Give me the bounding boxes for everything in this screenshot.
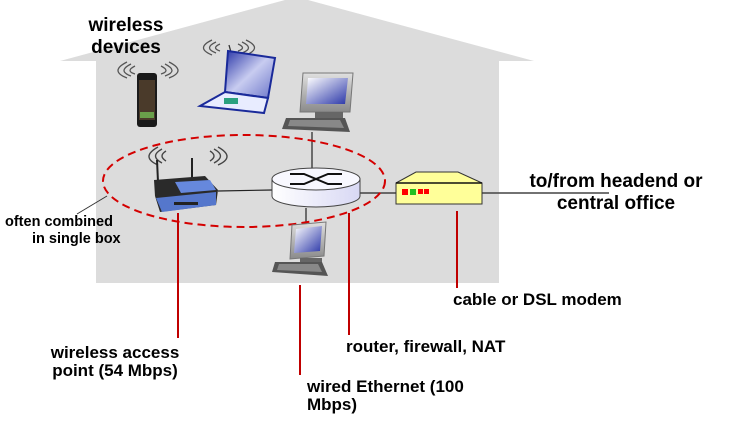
label-access-point-line2: point (54 Mbps): [52, 361, 178, 380]
label-modem: cable or DSL modem: [453, 290, 622, 309]
label-often-combined-line2: in single box: [32, 230, 121, 247]
combined-box-ellipse: [102, 134, 386, 228]
label-ethernet: wired Ethernet (100 Mbps): [307, 378, 464, 413]
desktop-computer-icon-bottom: [272, 221, 328, 276]
label-often-combined-line1: often combined: [5, 214, 113, 230]
label-headend-line2: central office: [556, 193, 676, 214]
label-access-point: wireless access point (54 Mbps): [38, 344, 192, 379]
label-wireless-devices-line1: wireless: [88, 15, 164, 36]
label-access-point-line1: wireless access: [50, 343, 180, 362]
modem-led-3: [418, 189, 423, 194]
label-headend-line1: to/from headend or: [529, 171, 703, 192]
label-ethernet-line1: wired Ethernet (100: [307, 377, 464, 396]
link-ap-router: [217, 189, 273, 192]
laptop-icon: [196, 39, 277, 115]
wireless-access-point-icon: [148, 146, 228, 212]
modem-led-4: [424, 189, 429, 194]
router-icon: [271, 167, 361, 208]
smartphone-icon: [117, 61, 179, 127]
desktop-computer-icon: [282, 72, 354, 132]
label-headend: to/from headend or central office: [510, 172, 722, 213]
label-often-combined: often combined in single box: [5, 215, 121, 246]
modem-icon: [395, 171, 483, 205]
modem-led-2: [410, 189, 416, 195]
label-wireless-devices: wireless devices: [78, 16, 174, 57]
label-ethernet-line2: Mbps): [307, 395, 358, 414]
label-router: router, firewall, NAT: [346, 337, 506, 356]
label-wireless-devices-line2: devices: [91, 37, 161, 58]
modem-led-1: [402, 189, 408, 195]
callout-line-combined: [76, 195, 108, 215]
